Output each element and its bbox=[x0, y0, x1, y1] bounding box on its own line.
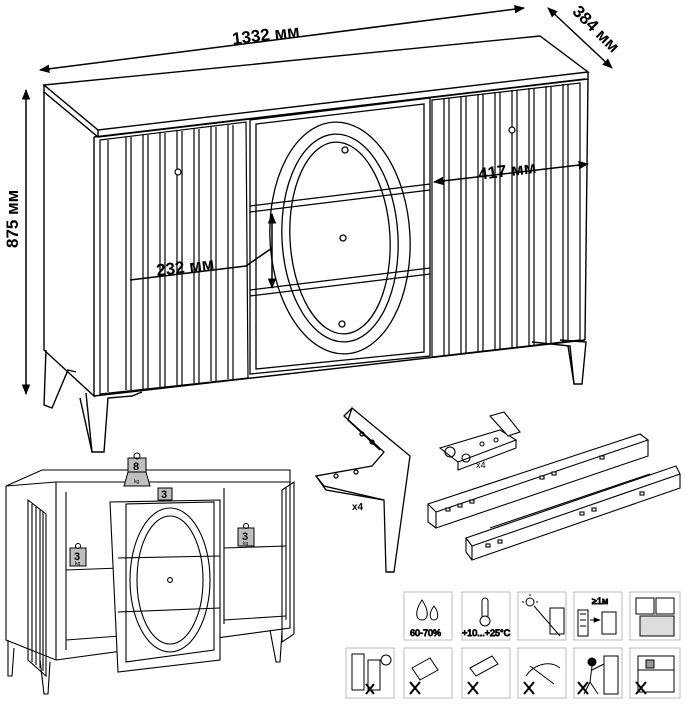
weight-right-value: 3 bbox=[242, 531, 248, 543]
weight-icon-left: 3 kg bbox=[69, 543, 87, 567]
height-label: 875 мм bbox=[3, 190, 22, 248]
width-arrow bbox=[38, 5, 526, 73]
cabinet-window-icon bbox=[629, 591, 681, 641]
right-door bbox=[431, 82, 581, 358]
weight-center-value: 3 bbox=[161, 489, 167, 501]
no-overload-icon bbox=[629, 647, 681, 699]
sun-icon bbox=[517, 591, 567, 641]
left-door bbox=[99, 121, 249, 395]
drawer-slides bbox=[426, 433, 681, 561]
humidity-icon bbox=[403, 591, 453, 641]
weight-icon-right: 3 kg bbox=[237, 523, 255, 547]
temperature-label: +10...+25°C bbox=[462, 628, 511, 638]
leg-hardware bbox=[314, 407, 411, 573]
leg-qty: x4 bbox=[352, 502, 364, 513]
heater-distance-icon bbox=[573, 591, 623, 641]
no-solvents-icon bbox=[461, 647, 511, 699]
hinge-qty: x4 bbox=[476, 460, 486, 470]
hinge-hardware bbox=[438, 411, 521, 471]
no-wet-clean-icon bbox=[403, 647, 453, 699]
drawer-height-label: 232 мм bbox=[155, 254, 215, 280]
weight-left-unit: kg bbox=[75, 561, 81, 567]
weight-top-unit: kg bbox=[134, 479, 140, 485]
humidity-label: 60-70% bbox=[410, 628, 441, 638]
weight-icon-center: 3 bbox=[157, 487, 173, 501]
temperature-icon bbox=[461, 591, 511, 641]
width-label: 1332 мм bbox=[231, 21, 301, 48]
center-drawer-panel bbox=[249, 97, 431, 375]
dimension-lines bbox=[21, 5, 613, 396]
distance-label: ≥1м bbox=[592, 596, 608, 606]
no-wall-mount-icon bbox=[345, 647, 395, 699]
weight-top-value: 8 bbox=[133, 461, 139, 473]
door-width-label: 417 мм bbox=[477, 158, 537, 184]
sideboard-open-view bbox=[5, 469, 295, 695]
weight-left-value: 3 bbox=[74, 551, 80, 563]
no-climbing-icon bbox=[573, 647, 623, 699]
depth-label: 384 мм bbox=[569, 2, 624, 57]
no-abrasive-icon bbox=[517, 647, 567, 699]
care-icons: 60-70% +10...+25°C ≥1м bbox=[345, 591, 681, 699]
weight-icon-top: 8 kg bbox=[123, 452, 151, 487]
weight-right-unit: kg bbox=[243, 541, 249, 547]
depth-arrow bbox=[547, 7, 613, 69]
door-width-arrow bbox=[432, 160, 590, 186]
